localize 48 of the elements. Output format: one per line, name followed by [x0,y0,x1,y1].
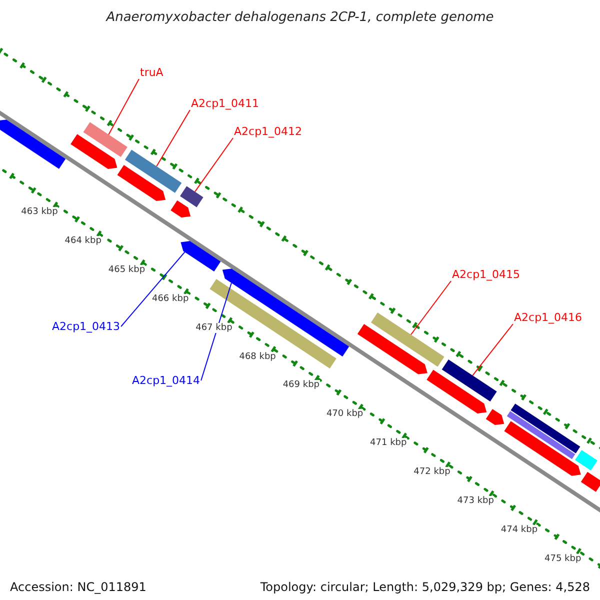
gene-segment [357,324,428,374]
leader-line [200,282,232,381]
gene-segment [486,408,504,426]
scale-label: 466 kbp [152,294,189,304]
leader-line [410,280,452,336]
scale-label: 463 kbp [21,207,58,218]
gene-label: A2cp1_0415 [452,268,520,281]
gene-segment [426,370,487,414]
gene-label: A2cp1_0412 [234,125,302,138]
scale-label: 471 kbp [370,438,407,448]
leader-line [156,110,190,167]
gene-segment [180,241,221,272]
leader-line [108,78,140,136]
leader-line [120,252,186,327]
gene-label: A2cp1_0416 [514,311,582,324]
gene-segment [575,450,598,470]
gene-label: truA [140,66,164,79]
gene-segment [117,165,166,201]
gene-segment [170,200,191,218]
scale-label: 464 kbp [64,236,102,246]
scale-label: 473 kbp [457,496,494,506]
gene-segment [70,134,118,169]
scale-label: 472 kbp [414,467,450,478]
gene-segment [504,421,581,476]
gene-segment [442,359,497,402]
footer-text: Accession: NC_011891 [10,580,146,594]
gene-label: A2cp1_0414 [132,374,200,387]
gene-segment [370,312,444,367]
leader-line [472,324,514,376]
scale-label: 468 kbp [239,352,276,362]
gene-segment [510,404,580,454]
gene-segment [83,122,128,157]
scale-label: 470 kbp [326,409,364,420]
gene-label: A2cp1_0411 [191,97,260,110]
footer-text: Topology: circular; Length: 5,029,329 bp; Genes: 4,528 [260,580,590,594]
gene-segment [0,120,66,169]
scale-label: 475 kbp [544,554,582,564]
scale-label: 467 kbp [196,322,232,333]
scale-label: 474 kbp [500,524,538,535]
gene-segment [180,186,204,208]
leader-line [194,138,234,192]
gene-segment [580,472,600,492]
scale-label: 465 kbp [108,265,146,275]
gene-segment [124,150,182,193]
scale-label: 469 kbp [282,380,320,390]
gene-label: A2cp1_0413 [52,320,120,333]
gene-segment [506,411,576,460]
map-title: Anaeromyxobacter dehalogenans 2CP-1, complete genome [104,10,495,25]
